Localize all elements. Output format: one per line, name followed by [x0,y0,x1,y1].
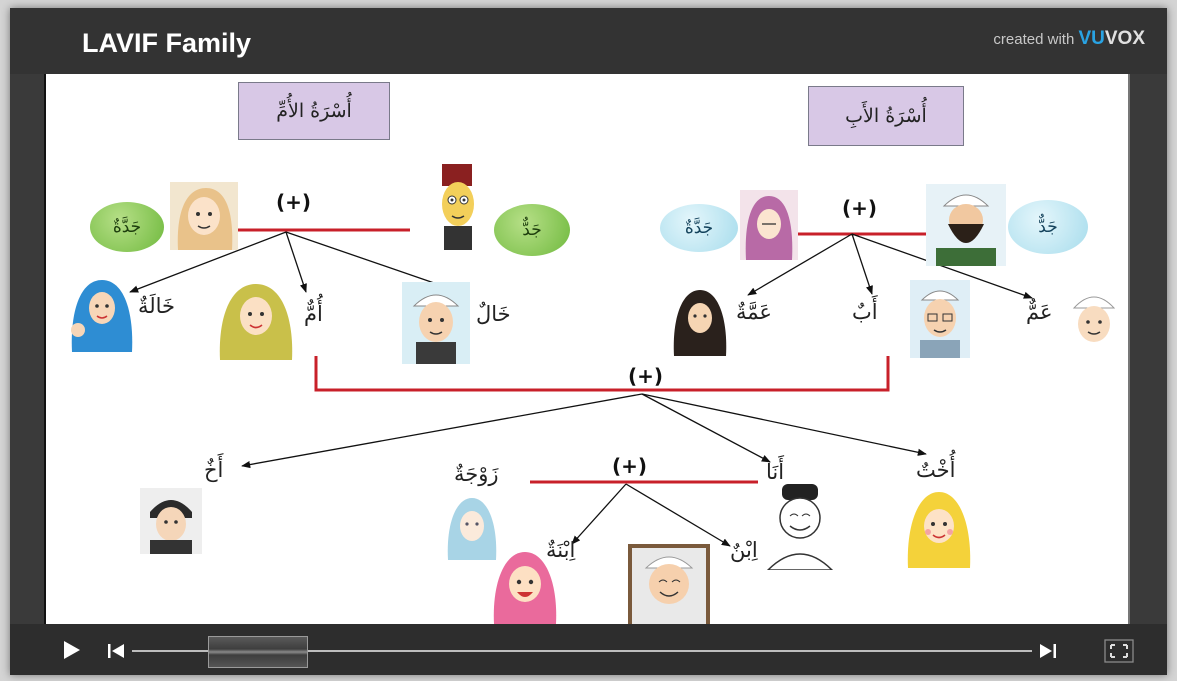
grandpa-maternal-oval: جَدٌّ [494,204,570,256]
timeline-track[interactable] [132,650,1032,652]
arrow-to-ana [641,393,771,463]
label-khal: خَالٌ [476,302,511,326]
vuvox-logo-vu: VU [1078,28,1105,49]
timeline-scrubber[interactable] [208,636,308,668]
title-bar: LAVIF Family created with VUVOX [10,8,1167,74]
grandpa-paternal-avatar [926,184,1006,266]
presentation-frame: LAVIF Family created with VUVOX [10,8,1167,675]
arrow-to-umm [285,231,307,293]
label-zawja: زَوْجَةٌ [454,462,499,486]
presentation-title: LAVIF Family [82,28,252,58]
stage-border-left [44,74,46,624]
parents-link [314,356,890,392]
arrow-to-akh [241,393,643,469]
amm-avatar [1072,296,1116,342]
credit-prefix: created with [993,31,1075,48]
label-ukht: أُخْتٌ [916,458,956,482]
grandpa-paternal-oval: جَدٌّ [1008,200,1088,254]
zawja-avatar [447,498,497,560]
fullscreen-icon[interactable] [1104,639,1134,663]
ibn-avatar [628,544,710,624]
vuvox-logo: VUVOX [1078,28,1145,49]
mother-family-header: أُسْرَةُ الأُمِّ [238,82,390,140]
label-ab: أَبٌ [852,300,878,324]
label-khala: خَالَةٌ [138,294,176,318]
father-family-label: أُسْرَةُ الأَبِ [845,105,927,127]
akh-avatar [140,488,202,554]
plus-parents: (+) [628,364,664,388]
mother-family-label: أُسْرَةُ الأُمِّ [276,100,352,122]
label-umm: أُمٌّ [304,302,323,326]
ibna-avatar [493,552,557,624]
umm-avatar [219,284,293,360]
skip-to-start-icon[interactable] [106,642,128,660]
plus-maternal: (+) [276,190,312,214]
father-family-header: أُسْرَةُ الأَبِ [808,86,964,146]
family-tree-stage: أُسْرَةُ الأُمِّ أُسْرَةُ الأَبِ (+) (+)… [46,74,1128,624]
arrow-to-ibn [625,483,731,547]
vuvox-logo-vox: VOX [1104,28,1145,49]
khala-avatar [71,280,133,352]
label-ibn: اِبْنٌ [730,538,758,562]
grandma-maternal-oval: جَدَّةٌ [90,202,164,252]
family-tree-connectors [129,228,1033,547]
arrow-to-ukht [641,393,927,456]
label-akh: أَخٌ [204,458,224,482]
arrow-to-khala [129,231,287,293]
play-icon[interactable] [60,639,82,661]
amma-avatar [673,290,727,356]
label-ana: أَنَا [766,460,785,484]
ab-avatar [910,280,970,358]
player-controls [10,624,1167,675]
arrow-to-amma [747,233,853,296]
grandma-paternal-oval: جَدَّةٌ [660,204,738,252]
arrow-to-ab [851,233,873,295]
stage-border-right [1128,74,1130,624]
grandma-maternal-avatar [170,182,238,250]
skip-to-end-icon[interactable] [1036,642,1058,660]
label-amm: عَمٌّ [1026,300,1053,324]
label-ibna: اِبْنَةٌ [546,538,576,562]
arrow-to-ibna [571,483,627,545]
grandpa-maternal-avatar [442,164,474,250]
vuvox-credit[interactable]: created with VUVOX [993,28,1145,50]
khal-avatar [402,282,470,364]
plus-paternal: (+) [842,196,878,220]
ana-avatar [766,484,834,570]
arrow-to-amm [851,233,1033,299]
label-amma: عَمَّةٌ [736,300,772,324]
grandma-paternal-avatar [740,190,798,260]
ukht-avatar [907,492,971,568]
plus-couple: (+) [612,454,648,478]
